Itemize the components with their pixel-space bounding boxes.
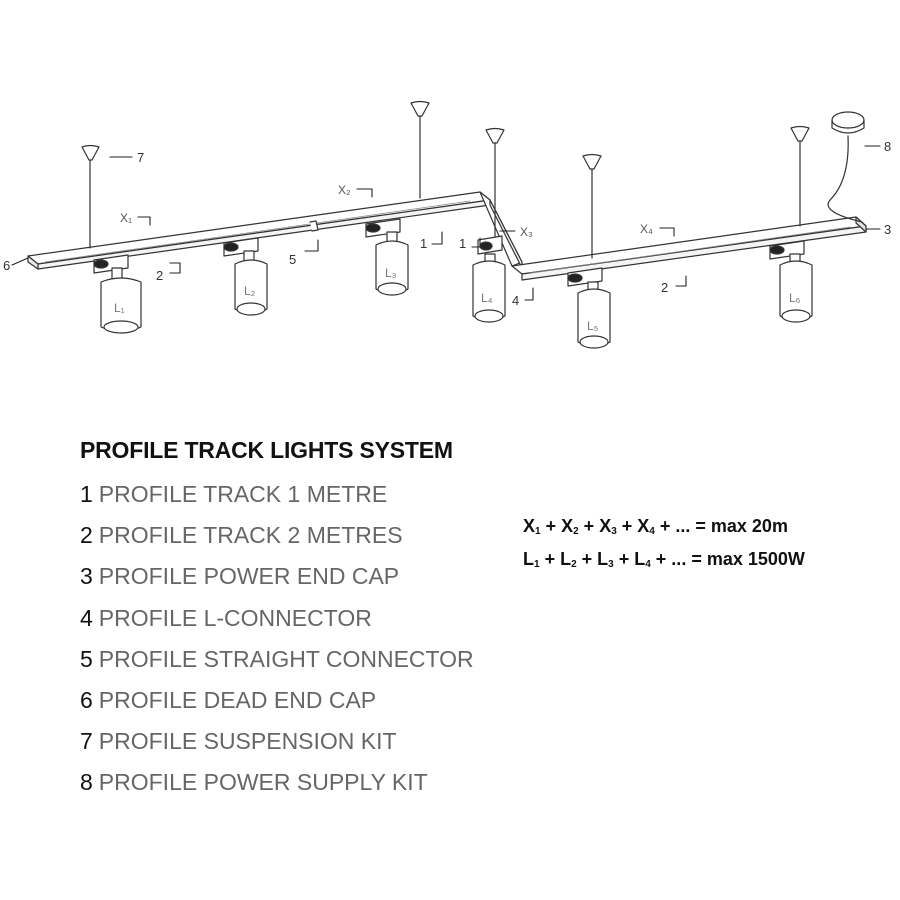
lamp-label-1: L₁: [114, 301, 125, 315]
callout-5: 5: [289, 252, 296, 267]
legend-number: 1: [80, 481, 93, 507]
legend-text: PROFILE L-CONNECTOR: [98, 604, 372, 631]
legend-text: PROFILE TRACK 2 METRES: [98, 522, 403, 549]
lamp-2: [223, 237, 268, 316]
legend-number: 7: [80, 728, 93, 755]
track-system-diagram: 7 8 3 6 2 5 1 1 4 2 X₁ X₂ X₃ X₄ L₁ L₂ L₃…: [3, 100, 891, 349]
callout-7: 7: [137, 150, 144, 165]
lamp-3: [365, 218, 409, 296]
length-formula: X1 + X2 + X3 + X4 + ... = max 20m: [523, 516, 788, 537]
power-formula: L1 + L2 + L3 + L4 + ... = max 1500W: [523, 549, 805, 570]
suspension-kits: [81, 100, 810, 259]
power-supply-kit: [827, 111, 865, 223]
lamp-4: [472, 235, 506, 323]
left-track-run: [27, 191, 491, 270]
lamp-label-3: L₃: [385, 266, 397, 280]
straight-connector: [309, 220, 319, 232]
dimension-x1: X₁: [120, 211, 132, 225]
legend-number: 8: [80, 769, 93, 796]
lamp-5: [567, 267, 611, 349]
callout-leaders: [11, 145, 881, 301]
dimension-x2: X₂: [338, 183, 351, 197]
legend-text: PROFILE POWER SUPPLY KIT: [98, 769, 428, 796]
legend-number: 2: [80, 522, 93, 549]
dimension-x3: X₃: [520, 225, 533, 239]
callout-3: 3: [884, 222, 891, 237]
callout-2-left: 2: [156, 268, 163, 283]
lamp-6: [769, 240, 813, 323]
right-track-run: [511, 216, 867, 281]
lamp-1: [93, 254, 142, 334]
dimension-x4: X₄: [640, 222, 653, 236]
lamp-label-2: L₂: [244, 284, 256, 298]
legend-number: 3: [80, 563, 93, 590]
callout-6: 6: [3, 258, 10, 273]
callout-8: 8: [884, 139, 891, 154]
lamp-label-6: L₆: [789, 291, 801, 305]
limits-formulas: X1 + X2 + X3 + X4 + ... = max 20m L1 + L…: [523, 513, 805, 579]
legend-number: 5: [80, 645, 93, 672]
diagram-title: PROFILE TRACK LIGHTS SYSTEM: [80, 437, 453, 463]
legend-text: PROFILE DEAD END CAP: [98, 686, 377, 713]
legend-text: PROFILE TRACK 1 METRE: [98, 481, 388, 507]
callout-2-right: 2: [661, 280, 668, 295]
callout-1-a: 1: [420, 236, 427, 251]
legend-number: 6: [80, 686, 93, 713]
legend-text: PROFILE POWER END CAP: [98, 563, 400, 590]
lamp-label-5: L₅: [587, 319, 599, 333]
legend-text: PROFILE STRAIGHT CONNECTOR: [98, 645, 474, 672]
legend-number: 4: [80, 604, 93, 631]
callout-4: 4: [512, 293, 519, 308]
legend-text: PROFILE SUSPENSION KIT: [98, 728, 397, 755]
callout-1-b: 1: [459, 236, 466, 251]
lamp-label-4: L₄: [481, 291, 493, 305]
